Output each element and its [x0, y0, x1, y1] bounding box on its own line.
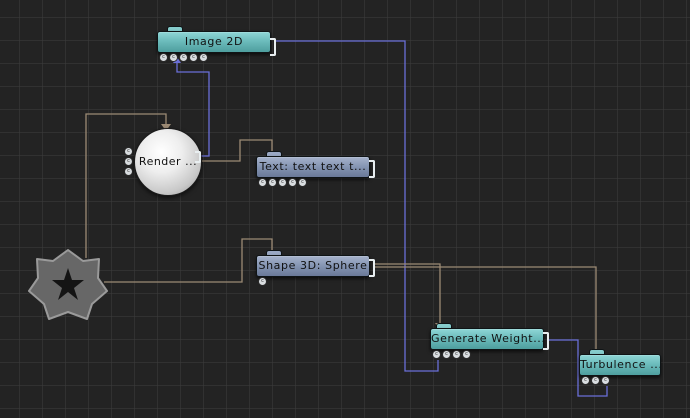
input-port[interactable]: c [298, 178, 307, 187]
wire-root-to-render[interactable] [85, 113, 167, 258]
wire-generate-to-turbulence[interactable] [548, 339, 608, 397]
input-port[interactable]: c [432, 350, 441, 359]
input-port[interactable]: c [268, 178, 277, 187]
wire-root-to-shape[interactable] [104, 238, 273, 283]
node-title[interactable]: Generate Weight... [430, 328, 544, 350]
star-icon [52, 268, 84, 300]
node-tab [167, 26, 183, 32]
node-tab [436, 323, 452, 329]
input-port[interactable]: c [581, 376, 590, 385]
input-port[interactable]: c [124, 157, 133, 166]
input-port[interactable]: c [258, 277, 267, 286]
input-port[interactable]: c [462, 350, 471, 359]
wire-shape-to-generate[interactable] [375, 263, 441, 326]
input-port[interactable]: c [124, 167, 133, 176]
root-node[interactable] [28, 249, 108, 320]
input-port[interactable]: c [591, 376, 600, 385]
input-port[interactable]: c [442, 350, 451, 359]
input-ports: c [258, 277, 267, 286]
output-port[interactable] [369, 160, 375, 178]
input-port[interactable]: c [124, 147, 133, 156]
input-ports: c c c [124, 147, 133, 176]
output-port[interactable] [195, 151, 201, 163]
node-title[interactable]: Image 2D [157, 31, 271, 53]
input-ports: c c c [581, 376, 610, 385]
input-port[interactable]: c [199, 53, 208, 62]
input-ports: c c c c c [159, 53, 208, 62]
wire-image-to-generate[interactable] [274, 40, 439, 372]
node-title[interactable]: Shape 3D: Sphere [256, 255, 370, 277]
node-title[interactable]: Render ... [134, 128, 202, 196]
input-port[interactable]: c [258, 178, 267, 187]
output-port[interactable] [543, 332, 549, 350]
node-tab [589, 349, 605, 355]
input-port[interactable]: c [179, 53, 188, 62]
output-port[interactable] [270, 38, 276, 56]
wire-render-to-text[interactable] [199, 139, 273, 162]
input-port[interactable]: c [278, 178, 287, 187]
wire-shape-to-turbulence[interactable] [375, 266, 597, 352]
input-port[interactable]: c [452, 350, 461, 359]
arrow-render-input [161, 124, 171, 131]
wire-render-to-image[interactable] [176, 63, 210, 157]
input-ports: c c c c c [258, 178, 307, 187]
node-title[interactable]: Turbulence ... [579, 354, 661, 376]
input-port[interactable]: c [189, 53, 198, 62]
input-ports: c c c c [432, 350, 471, 359]
node-tab [266, 250, 282, 256]
input-port[interactable]: c [169, 53, 178, 62]
node-title[interactable]: Text: text text t... [256, 156, 370, 178]
input-port[interactable]: c [159, 53, 168, 62]
output-port[interactable] [369, 259, 375, 277]
input-port[interactable]: c [288, 178, 297, 187]
input-port[interactable]: c [601, 376, 610, 385]
node-tab [266, 151, 282, 157]
